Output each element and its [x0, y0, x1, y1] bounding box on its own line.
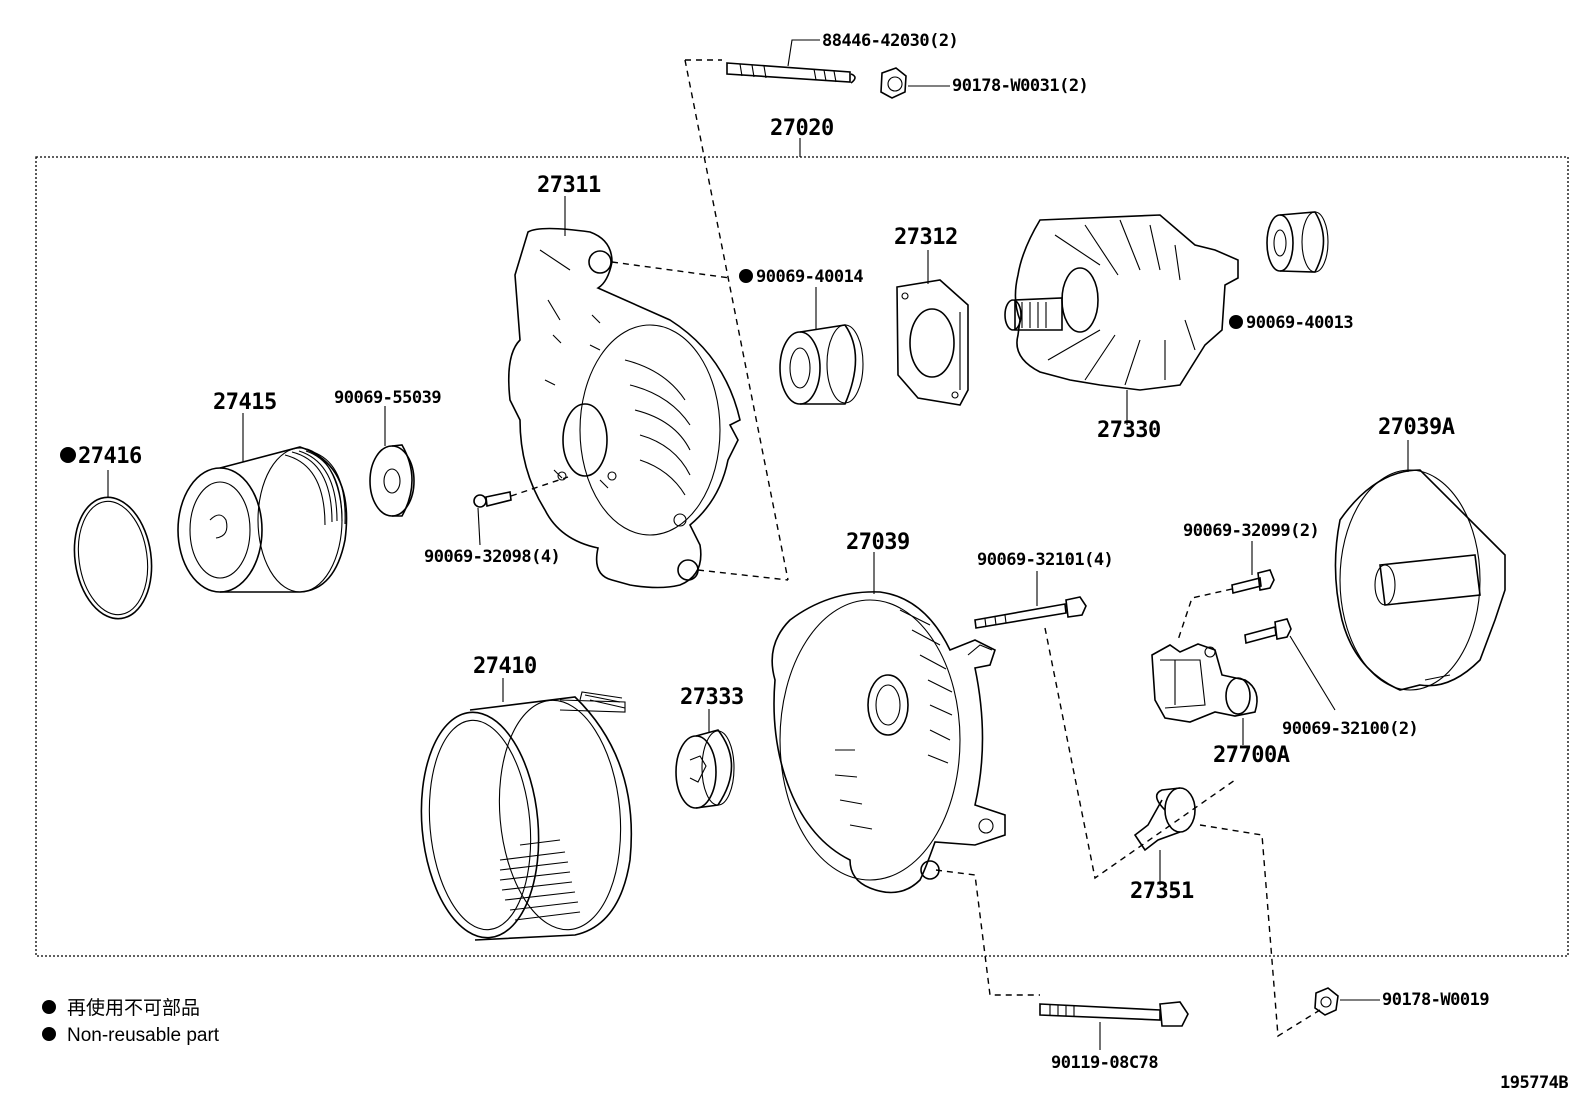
nut-top-part[interactable] [880, 67, 950, 99]
terminal-insulator-part[interactable] [1133, 787, 1196, 885]
assembly-boundary [35, 156, 1569, 957]
bearing-front-label: 90069-40014 [756, 267, 863, 287]
regulator-screw-b-part[interactable] [1244, 618, 1336, 711]
bottom-bolt-part[interactable] [1039, 1001, 1189, 1050]
non-reusable-dot [1229, 315, 1243, 329]
rotor-part[interactable] [1004, 214, 1239, 425]
retainer-plate-label: 27312 [894, 225, 958, 250]
stator-label: 27410 [473, 654, 537, 679]
figure-code: 195774B [1500, 1073, 1568, 1093]
regulator-screw-a-part[interactable] [1231, 541, 1275, 594]
legend-japanese: 再使用不可部品 [67, 997, 200, 1019]
bearing-front-part[interactable] [779, 287, 864, 405]
frame-screw-part[interactable] [473, 476, 569, 546]
regulator-label: 27700A [1213, 743, 1290, 768]
regulator-part[interactable] [1151, 643, 1258, 745]
pulley-label: 27415 [213, 390, 277, 415]
rear-cover-part[interactable] [1334, 440, 1506, 691]
non-reusable-dot [60, 447, 76, 463]
bottom-nut-part[interactable] [1314, 987, 1380, 1016]
cap-label: 27416 [78, 444, 142, 469]
drive-end-frame-label: 27311 [537, 173, 601, 198]
regulator-screw-b-label: 90069-32100(2) [1282, 719, 1418, 739]
bearing-rear-label: 90069-40013 [1246, 313, 1353, 333]
pulley-part[interactable] [177, 413, 348, 593]
retainer-plate-part[interactable] [896, 250, 969, 406]
nut-top-label: 90178-W0031(2) [952, 76, 1088, 96]
frame-screw-label: 90069-32098(4) [424, 547, 560, 567]
drive-end-frame-part[interactable] [507, 196, 741, 589]
through-bolt-label: 90069-32101(4) [977, 550, 1113, 570]
bearing-rear-part[interactable] [1266, 211, 1329, 273]
insulator-label: 27333 [680, 685, 744, 710]
through-bolt-part[interactable] [974, 571, 1087, 629]
rectifier-end-frame-part[interactable] [771, 552, 1006, 894]
stator-part[interactable] [412, 678, 633, 943]
assembly-label-text: 27020 [770, 116, 834, 141]
rectifier-end-frame-label: 27039 [846, 530, 910, 555]
insulator-part[interactable] [675, 709, 735, 809]
cap-part[interactable] [67, 470, 159, 624]
bottom-nut-label: 90178-W0019 [1382, 990, 1489, 1010]
regulator-screw-a-label: 90069-32099(2) [1183, 521, 1319, 541]
washer-part[interactable] [369, 406, 415, 517]
rotor-label: 27330 [1097, 418, 1161, 443]
terminal-insulator-label: 27351 [1130, 879, 1194, 904]
legend-english: Non-reusable part [67, 1025, 220, 1046]
non-reusable-dot [739, 269, 753, 283]
bottom-bolt-label: 90119-08C78 [1051, 1053, 1158, 1073]
stud-bolt-label: 88446-42030(2) [822, 31, 958, 51]
rear-cover-label: 27039A [1378, 415, 1455, 440]
stud-bolt-part[interactable] [726, 39, 856, 84]
legend: 再使用不可部品 Non-reusable part [42, 997, 220, 1046]
washer-label: 90069-55039 [334, 388, 441, 408]
